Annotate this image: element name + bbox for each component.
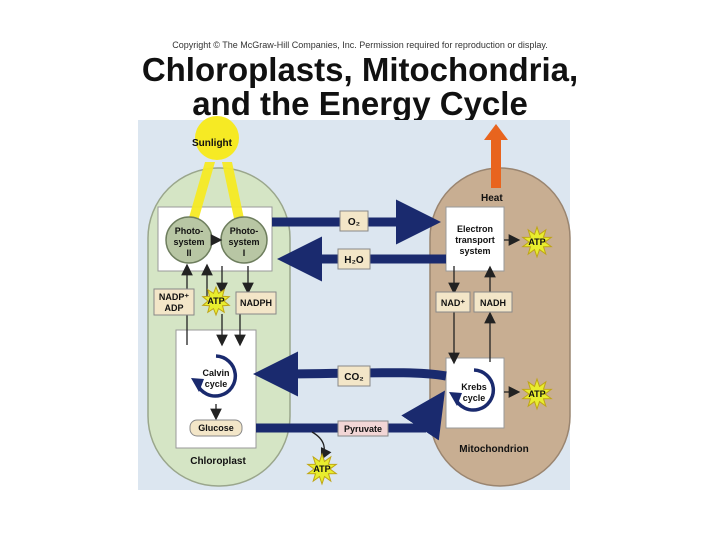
heat-label: Heat xyxy=(481,193,503,204)
ets-label-line-3: system xyxy=(459,246,490,256)
mitochondrion-label: Mitochondrion xyxy=(459,444,528,455)
nadph-label: NADPH xyxy=(240,298,272,308)
co2-arrow xyxy=(253,351,447,397)
ps2-label-line-2: system xyxy=(173,237,204,247)
h2o-label: H₂O xyxy=(344,255,364,266)
atp-star-electron-transport xyxy=(521,225,553,259)
copyright-notice: Copyright © The McGraw-Hill Companies, I… xyxy=(172,40,548,50)
nad-box xyxy=(435,291,471,313)
pyruvate-box xyxy=(337,420,389,437)
calvin-cycle-icon xyxy=(191,354,238,398)
co2-label: CO₂ xyxy=(344,372,363,383)
pyruvate-arrow xyxy=(401,390,445,441)
krebs-label-line-2: cycle xyxy=(463,393,486,403)
chloroplast-label: Chloroplast xyxy=(190,456,246,467)
atp-star-krebs xyxy=(521,377,553,411)
calvin-label-line-2: cycle xyxy=(205,379,228,389)
atp-label-chloroplast: ATP xyxy=(207,296,224,306)
atp-label-glycolysis: ATP xyxy=(313,464,330,474)
calvin-label-line-1: Calvin xyxy=(202,368,229,378)
adp-label: ADP xyxy=(164,303,183,313)
heat-arrow xyxy=(484,124,508,188)
krebs-label-line-1: Krebs xyxy=(461,382,487,392)
ps1-label-line-1: Photo- xyxy=(230,226,259,236)
pyruvate-label: Pyruvate xyxy=(344,424,382,434)
atp-label-electron-transport: ATP xyxy=(528,237,545,247)
ps2-label-line-3: II xyxy=(186,248,191,258)
nadh-label: NADH xyxy=(480,298,506,308)
ps2-label-line-1: Photo- xyxy=(175,226,204,236)
ets-label-line-1: Electron xyxy=(457,224,493,234)
nadh-box xyxy=(473,291,513,313)
atp-star-chloroplast xyxy=(201,285,231,317)
o2-box xyxy=(339,210,369,232)
ps1-label-line-2: system xyxy=(228,237,259,247)
krebs-cycle-icon xyxy=(449,368,496,412)
nadp-plus-label: NADP⁺ xyxy=(159,292,190,302)
o2-label: O₂ xyxy=(348,217,360,228)
nadp-adp-box xyxy=(153,288,195,316)
atp-label-krebs: ATP xyxy=(528,389,545,399)
sun-icon xyxy=(186,116,246,228)
h2o-box xyxy=(337,248,371,270)
glucose-label: Glucose xyxy=(198,423,234,433)
ets-label-line-2: transport xyxy=(455,235,495,245)
ps1-label-line-3: I xyxy=(243,248,246,258)
sunlight-label: Sunlight xyxy=(192,138,233,149)
nadph-box xyxy=(235,291,277,315)
page-title-line-1: Chloroplasts, Mitochondria, xyxy=(141,51,579,88)
atp-star-glycolysis xyxy=(306,452,338,486)
glucose-box xyxy=(189,419,243,437)
page-title-line-2: and the Energy Cycle xyxy=(192,85,528,122)
nad-plus-label: NAD⁺ xyxy=(441,298,465,308)
electron-transport-box xyxy=(445,206,505,272)
co2-box xyxy=(337,365,371,387)
